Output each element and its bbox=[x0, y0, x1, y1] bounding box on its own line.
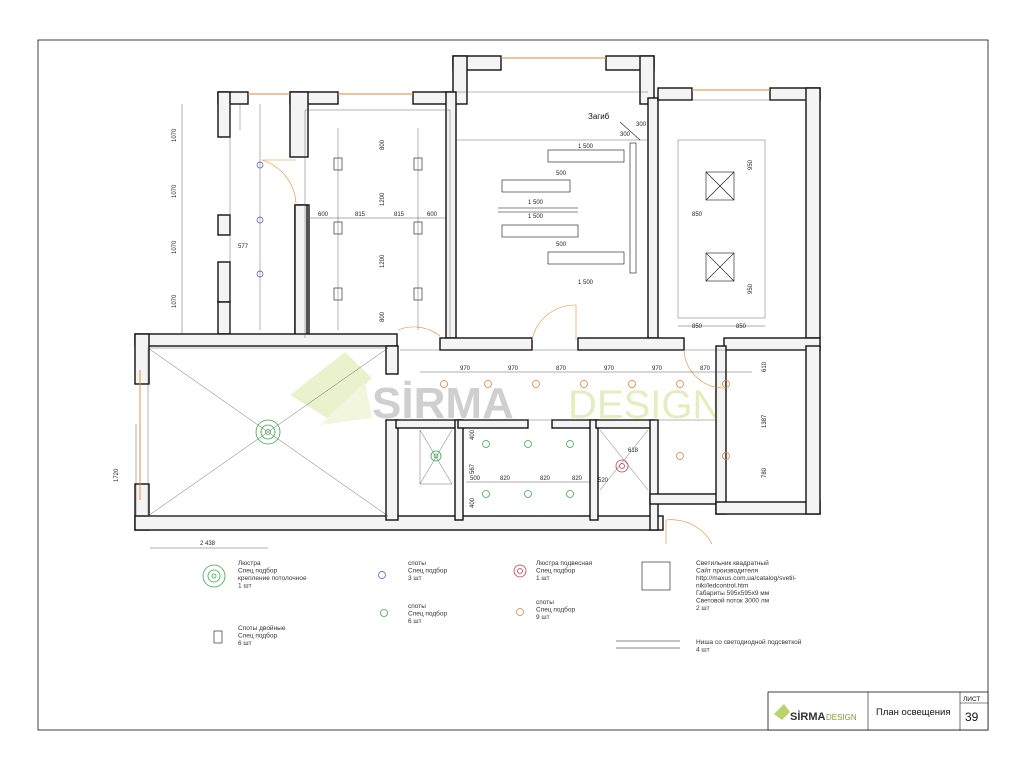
svg-text:610: 610 bbox=[762, 361, 768, 372]
svg-text:970: 970 bbox=[508, 366, 519, 372]
green-spots bbox=[482, 440, 574, 498]
svg-text:1200: 1200 bbox=[380, 254, 386, 268]
svg-text:400: 400 bbox=[470, 429, 476, 440]
svg-text:500: 500 bbox=[556, 171, 567, 177]
logo-sub: DESIGN bbox=[826, 713, 857, 722]
svg-text:820: 820 bbox=[572, 476, 583, 482]
doors bbox=[261, 159, 725, 545]
sheet-number: 39 bbox=[965, 710, 979, 724]
svg-text:1 500: 1 500 bbox=[528, 200, 544, 206]
svg-text:1 500: 1 500 bbox=[528, 214, 544, 220]
svg-text:1070: 1070 bbox=[172, 128, 178, 142]
svg-text:1 500: 1 500 bbox=[578, 280, 594, 286]
svg-text:1070: 1070 bbox=[172, 184, 178, 198]
svg-text:300: 300 bbox=[620, 132, 631, 138]
dimensions: 1070 1070 1070 1070 577 600 815 815 600 … bbox=[114, 104, 768, 549]
svg-text:850: 850 bbox=[736, 324, 747, 330]
svg-text:500: 500 bbox=[470, 476, 481, 482]
svg-text:820: 820 bbox=[540, 476, 551, 482]
svg-text:870: 870 bbox=[556, 366, 567, 372]
svg-text:1070: 1070 bbox=[172, 294, 178, 308]
blue-spots bbox=[256, 161, 264, 278]
svg-text:820: 820 bbox=[500, 476, 511, 482]
svg-text:850: 850 bbox=[692, 212, 703, 218]
svg-text:815: 815 bbox=[355, 212, 366, 218]
title-block: SİRMA DESIGN План освещения ЛИСТ 39 bbox=[767, 691, 989, 731]
svg-text:1387: 1387 bbox=[762, 414, 768, 428]
svg-text:577: 577 bbox=[238, 244, 249, 250]
bath-double-spots bbox=[333, 128, 423, 330]
ceiling-lines bbox=[139, 57, 806, 517]
callout-label: Загиб bbox=[588, 112, 610, 121]
svg-text:618: 618 bbox=[628, 448, 639, 454]
svg-text:970: 970 bbox=[460, 366, 471, 372]
svg-text:950: 950 bbox=[748, 159, 754, 170]
logo-main: SİRMA bbox=[790, 710, 826, 723]
chandeliers bbox=[255, 419, 629, 473]
svg-text:500: 500 bbox=[556, 242, 567, 248]
svg-text:1200: 1200 bbox=[380, 192, 386, 206]
svg-text:600: 600 bbox=[318, 212, 329, 218]
svg-text:970: 970 bbox=[604, 366, 615, 372]
sheet-border bbox=[37, 39, 989, 731]
svg-text:1 500: 1 500 bbox=[578, 144, 594, 150]
kitchen-strips bbox=[498, 142, 637, 274]
svg-text:800: 800 bbox=[380, 311, 386, 322]
sheet-title: План освещения bbox=[876, 707, 951, 718]
sheet-label: ЛИСТ bbox=[963, 696, 980, 703]
svg-text:970: 970 bbox=[652, 366, 663, 372]
svg-text:815: 815 bbox=[394, 212, 405, 218]
svg-text:300: 300 bbox=[636, 122, 647, 128]
svg-text:400: 400 bbox=[470, 497, 476, 508]
logo-mark bbox=[774, 704, 790, 720]
svg-text:1070: 1070 bbox=[172, 240, 178, 254]
orange-spots bbox=[440, 380, 730, 460]
legend-symbols bbox=[202, 561, 680, 649]
watermark: SİRMA DESIGN bbox=[290, 352, 721, 428]
svg-text:850: 850 bbox=[692, 324, 703, 330]
svg-text:567: 567 bbox=[470, 463, 476, 474]
svg-text:1720: 1720 bbox=[114, 468, 120, 482]
svg-text:870: 870 bbox=[700, 366, 711, 372]
svg-text:950: 950 bbox=[748, 283, 754, 294]
svg-text:2 438: 2 438 bbox=[200, 541, 216, 547]
svg-text:520: 520 bbox=[598, 478, 609, 484]
svg-text:600: 600 bbox=[427, 212, 438, 218]
walls bbox=[134, 55, 821, 531]
svg-text:800: 800 bbox=[380, 139, 386, 150]
bedroom-panels bbox=[705, 171, 735, 282]
svg-text:780: 780 bbox=[762, 467, 768, 478]
